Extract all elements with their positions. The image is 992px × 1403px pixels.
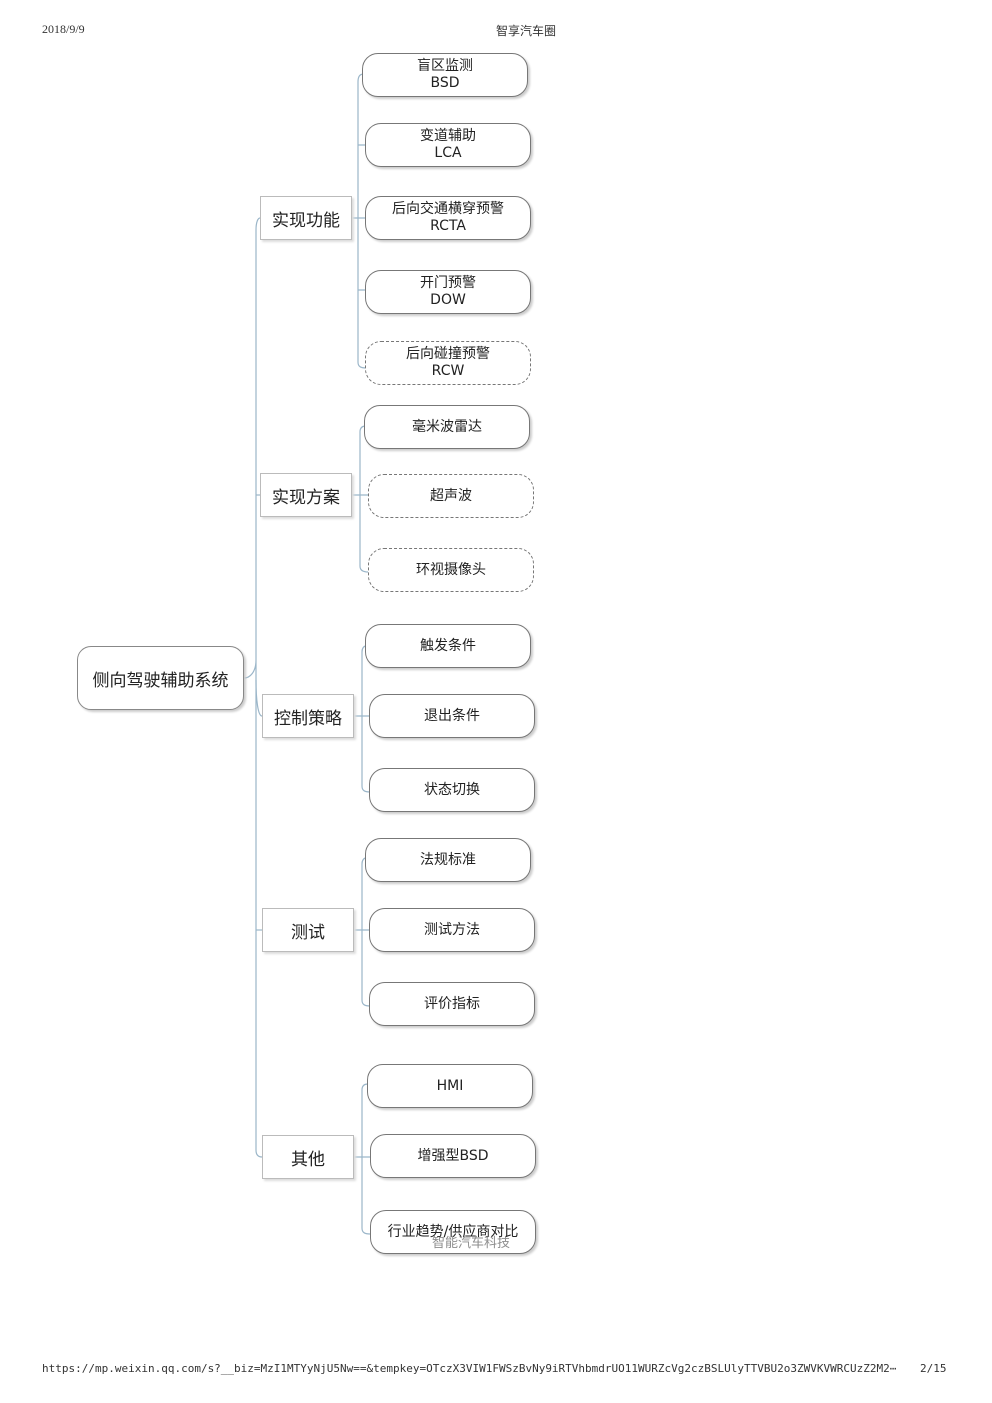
leaf-node: 退出条件	[369, 694, 535, 738]
leaf-label-cn: 评价指标	[424, 995, 480, 1012]
leaf-node: 增强型BSD	[370, 1134, 536, 1178]
page-header-title: 智享汽车圈	[496, 24, 557, 38]
page-number: 2/15	[920, 1362, 947, 1375]
branch-label: 其他	[291, 1149, 325, 1170]
branch-node: 实现方案	[260, 473, 352, 517]
leaf-label-cn: 盲区监测	[417, 58, 473, 74]
branch-label: 实现功能	[272, 210, 340, 231]
branch-node: 控制策略	[262, 694, 354, 738]
leaf-node: 盲区监测 BSD	[362, 53, 528, 97]
watermark: 智能汽车科技	[432, 1236, 511, 1251]
branch-label: 测试	[291, 922, 325, 943]
leaf-label-cn: 触发条件	[420, 637, 476, 654]
leaf-label-cn: 行业趋势/供应商对比	[387, 1223, 519, 1240]
branch-2-connector	[352, 425, 369, 573]
root-label: 侧向驾驶辅助系统	[92, 670, 229, 691]
leaf-node: 触发条件	[365, 624, 531, 668]
leaf-node: 法规标准	[365, 838, 531, 882]
leaf-label-cn: 退出条件	[424, 707, 480, 724]
leaf-node: 后向交通横穿预警 RCTA	[365, 196, 531, 240]
leaf-node: 评价指标	[369, 982, 535, 1026]
branch-5-connector	[354, 1083, 371, 1235]
leaf-node: 行业趋势/供应商对比	[370, 1210, 536, 1254]
leaf-label-cn: HMI	[436, 1077, 464, 1094]
leaf-label-cn: 开门预警	[420, 275, 476, 291]
leaf-node-optional: 超声波	[368, 474, 534, 518]
leaf-label-cn: 增强型BSD	[417, 1147, 489, 1164]
footer-url[interactable]: https://mp.weixin.qq.com/s?__biz=MzI1MTY…	[42, 1362, 897, 1375]
leaf-label-cn: 后向碰撞预警	[406, 346, 490, 362]
leaf-label-abbr: RCTA	[430, 218, 466, 234]
trunk-connector	[243, 217, 263, 1158]
leaf-label-cn: 状态切换	[424, 781, 480, 798]
print-date: 2018/9/9	[42, 22, 85, 36]
branch-4-connector	[354, 857, 371, 1007]
leaf-node: HMI	[367, 1064, 533, 1108]
leaf-label-cn: 超声波	[430, 487, 472, 504]
leaf-label-cn: 变道辅助	[420, 128, 476, 144]
leaf-label-cn: 毫米波雷达	[412, 418, 482, 435]
branch-node: 实现功能	[260, 196, 352, 240]
leaf-label-abbr: RCW	[431, 363, 465, 379]
leaf-node-optional: 环视摄像头	[368, 548, 534, 592]
leaf-node: 开门预警 DOW	[365, 270, 531, 314]
branch-3-connector	[354, 645, 371, 793]
branch-label: 实现方案	[272, 487, 340, 508]
leaf-node: 测试方法	[369, 908, 535, 952]
leaf-label-abbr: LCA	[434, 145, 462, 161]
leaf-node: 毫米波雷达	[364, 405, 530, 449]
leaf-label-abbr: DOW	[430, 292, 466, 308]
branch-node: 测试	[262, 908, 354, 952]
branch-1-connector	[352, 73, 367, 369]
leaf-label-cn: 测试方法	[424, 921, 480, 938]
trunk-branch-3	[255, 679, 263, 717]
leaf-label-cn: 环视摄像头	[416, 561, 486, 578]
leaf-label-cn: 后向交通横穿预警	[392, 201, 504, 217]
leaf-label-cn: 法规标准	[420, 851, 476, 868]
leaf-label-abbr: BSD	[430, 75, 460, 91]
branch-label: 控制策略	[274, 708, 342, 729]
leaf-node: 状态切换	[369, 768, 535, 812]
branch-node: 其他	[262, 1135, 354, 1179]
root-node: 侧向驾驶辅助系统	[77, 646, 244, 710]
leaf-node-optional: 后向碰撞预警 RCW	[365, 341, 531, 385]
leaf-node: 变道辅助 LCA	[365, 123, 531, 167]
